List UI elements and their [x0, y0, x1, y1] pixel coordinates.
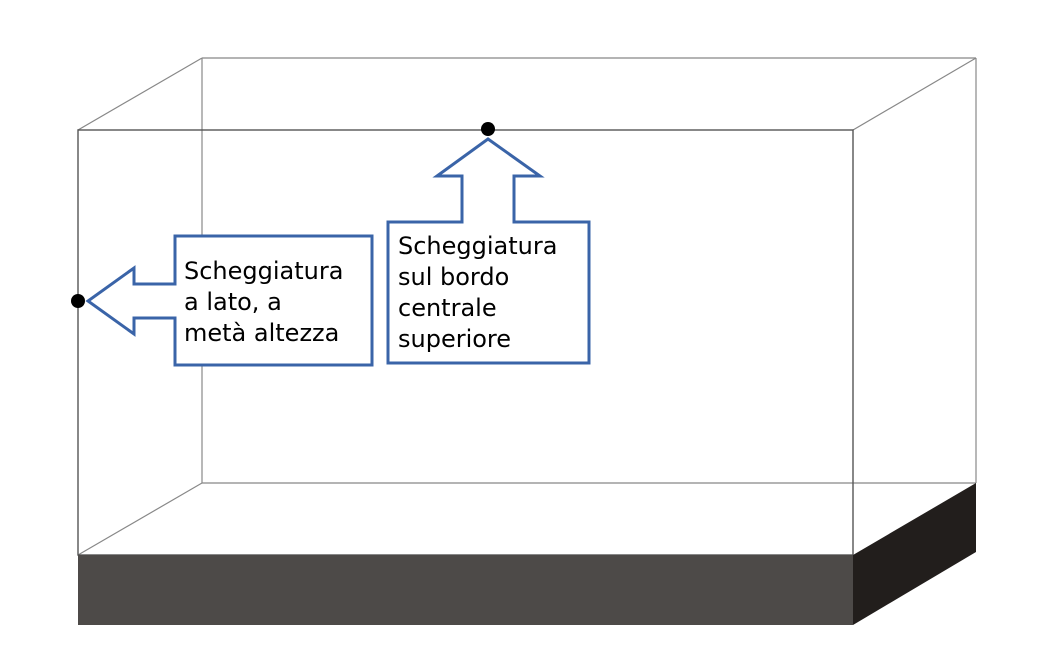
base-front — [78, 555, 853, 625]
top-callout-line: centrale — [398, 294, 497, 322]
tank-back-edges — [77, 57, 977, 556]
side-callout-line: Scheggiatura — [184, 257, 343, 285]
top-callout-text: Scheggiatura sul bordo centrale superior… — [398, 232, 557, 353]
top-callout-line: Scheggiatura — [398, 232, 557, 260]
top-callout-line: superiore — [398, 325, 511, 353]
side-callout-line: metà altezza — [184, 319, 339, 347]
side-callout-arrow — [85, 234, 374, 367]
base-side — [853, 483, 976, 625]
top-callout-arrow — [386, 137, 591, 365]
top-callout-line: sul bordo — [398, 263, 509, 291]
side-callout-text: Scheggiatura a lato, a metà altezza — [184, 257, 343, 347]
chip-point-side — [71, 294, 85, 308]
chip-point-top — [481, 122, 495, 136]
side-callout-line: a lato, a — [184, 288, 282, 316]
